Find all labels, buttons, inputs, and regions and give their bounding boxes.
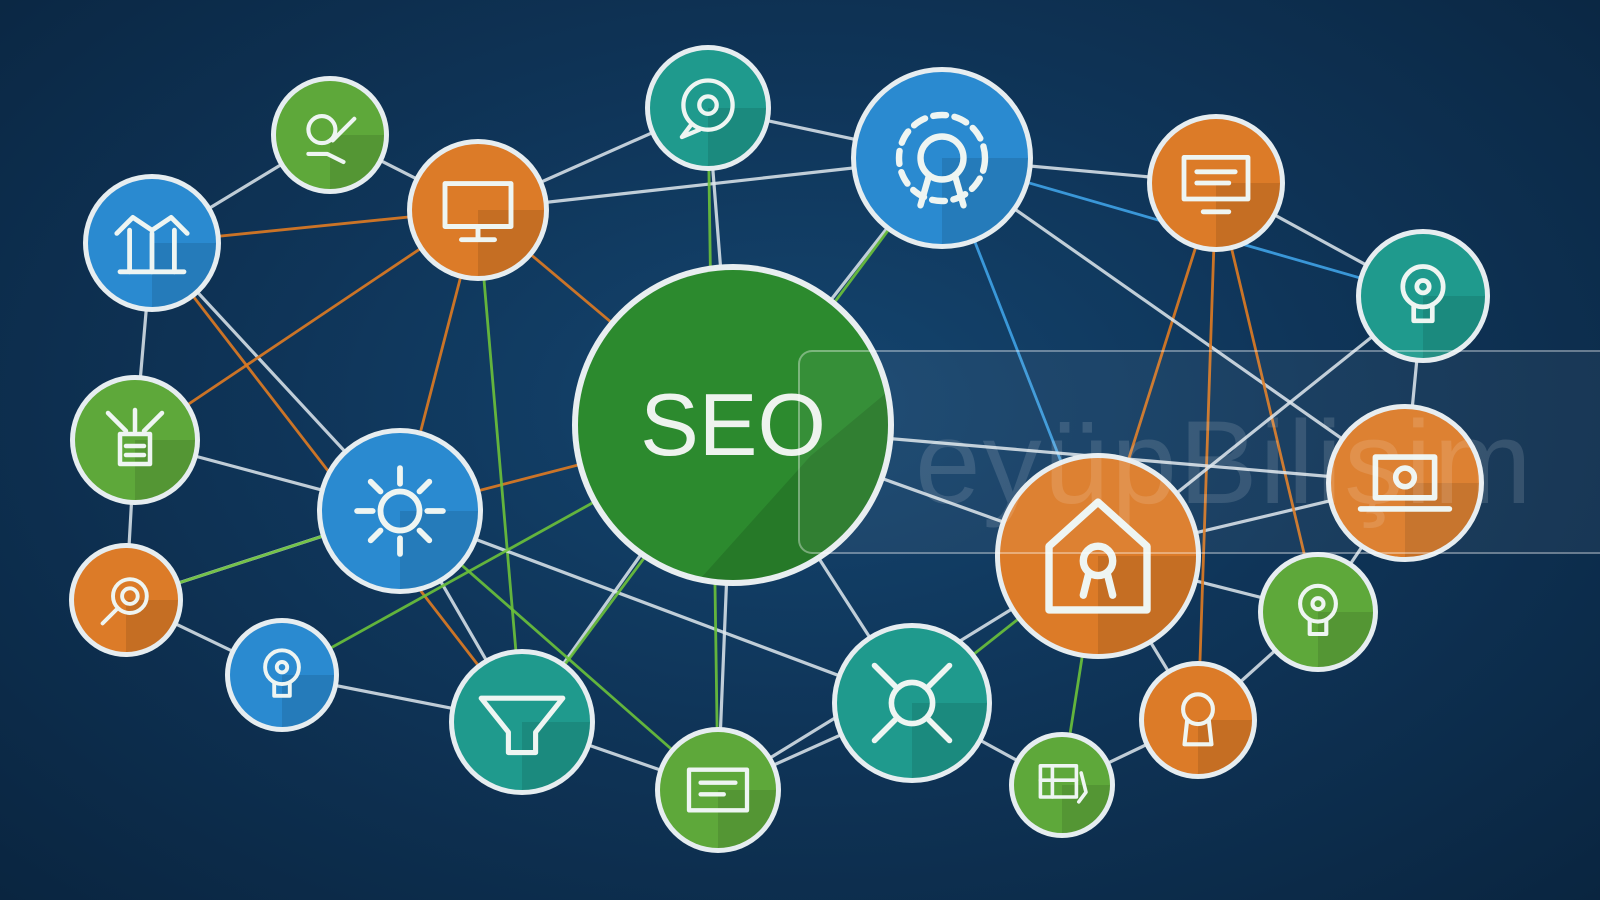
search-icon <box>100 577 149 626</box>
node-monitor <box>407 139 549 281</box>
laptop-icon <box>1357 454 1453 512</box>
node-search <box>69 543 183 657</box>
connection-line <box>1196 181 1218 722</box>
seo-center-node: SEO <box>572 264 894 586</box>
robot-icon <box>105 407 165 467</box>
document-screen-icon <box>1181 154 1251 215</box>
puzzle-icon <box>306 114 357 165</box>
node-house-award <box>995 453 1201 659</box>
node-lightbulb-idea <box>225 618 339 732</box>
lightbulb-idea-icon <box>263 648 301 698</box>
gear-icon <box>895 111 989 209</box>
watermark-frame <box>798 350 1600 554</box>
seo-label: SEO <box>640 375 826 474</box>
connection-line <box>940 156 1407 485</box>
connection-line <box>1214 181 1320 614</box>
node-keyhole <box>1139 661 1257 779</box>
node-network-towers <box>83 174 221 312</box>
sun-icon <box>354 465 446 557</box>
connection-line <box>398 509 914 705</box>
dashboard-icon <box>1038 763 1088 804</box>
watermark-text: eyüpBilişim <box>915 397 1534 529</box>
target-icon <box>871 662 953 744</box>
network-towers-icon <box>114 215 190 275</box>
node-lightbulb <box>1258 552 1378 672</box>
node-laptop <box>1326 404 1484 562</box>
node-chat-bubble <box>645 45 771 171</box>
node-robot <box>70 375 200 505</box>
monitor-icon <box>442 181 514 243</box>
lightbulb-icon <box>1400 264 1446 324</box>
node-document <box>655 727 781 853</box>
house-award-icon <box>1045 498 1151 614</box>
document-icon <box>686 767 750 813</box>
node-gear <box>851 67 1033 249</box>
node-dashboard <box>1009 732 1115 838</box>
node-lightbulb <box>1356 229 1490 363</box>
funnel-icon <box>478 695 566 756</box>
node-document-screen <box>1147 114 1285 252</box>
node-target <box>832 623 992 783</box>
node-puzzle <box>271 76 389 194</box>
lightbulb-icon <box>1298 583 1338 637</box>
node-funnel <box>449 649 595 795</box>
connection-line <box>476 208 524 724</box>
chat-bubble-icon <box>679 78 735 140</box>
node-sun <box>317 428 483 594</box>
keyhole-icon <box>1181 692 1215 747</box>
